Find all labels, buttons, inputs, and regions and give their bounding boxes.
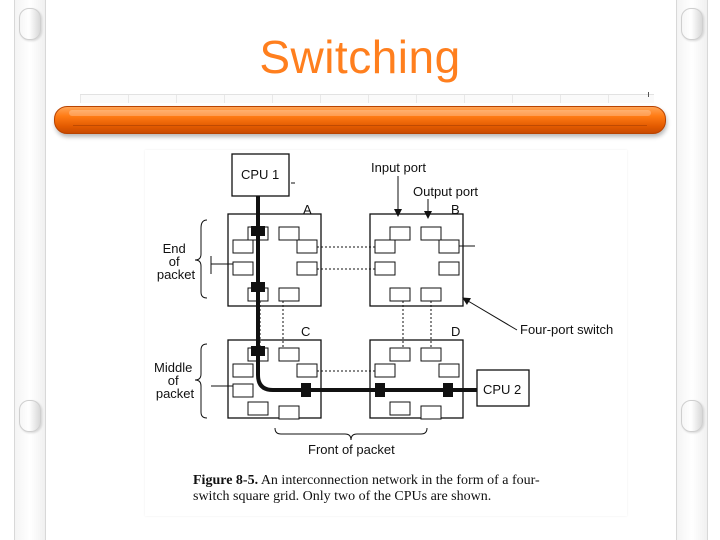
title-underline-bar (54, 106, 666, 134)
left-binder-rail (14, 0, 46, 540)
switch-a (210, 213, 322, 307)
cpu1-box (231, 153, 290, 197)
left-binder-clip (19, 400, 41, 432)
cpu2-label: CPU 2 (483, 382, 521, 397)
title-bar-track (80, 94, 654, 103)
cpu2-box (476, 369, 530, 407)
end-of-packet-label: End of packet (157, 241, 196, 282)
packet-path (256, 196, 479, 392)
figure-panel: CPU 1 A (145, 150, 627, 516)
slide-title: Switching (259, 31, 461, 83)
right-binder-clip (681, 8, 703, 40)
title-bar-tick (648, 92, 649, 97)
switch-c-label: C (301, 324, 310, 339)
packet-flit (251, 226, 265, 236)
packet-flit (375, 383, 385, 397)
cpu1-label: CPU 1 (241, 167, 279, 182)
packet-flit (251, 346, 265, 356)
output-port-label: Output port (413, 184, 478, 199)
packet-flit (251, 282, 265, 292)
end-of-packet-brace (194, 219, 208, 299)
switch-b-label: B (451, 202, 460, 217)
switch-c (211, 339, 322, 420)
right-binder-rail (676, 0, 708, 540)
packet-flit (301, 383, 311, 397)
right-binder-clip (681, 400, 703, 432)
caption-line-1: An interconnection network in the form o… (260, 473, 540, 488)
front-of-packet-label: Front of packet (308, 442, 395, 457)
packet-flit (443, 383, 453, 397)
switch-d (369, 339, 464, 420)
interconnection-diagram: CPU 1 A (154, 153, 613, 457)
switch-a-label: A (303, 202, 312, 217)
switch-d-label: D (451, 324, 460, 339)
four-port-switch-pointer (462, 297, 518, 331)
switch-b (369, 213, 475, 307)
front-of-packet-brace (274, 427, 428, 441)
middle-of-packet-label: Middle of packet (154, 360, 196, 401)
left-binder-clip (19, 8, 41, 40)
input-port-label: Input port (371, 160, 426, 175)
caption-line-2: switch square grid. Only two of the CPUs… (193, 489, 492, 504)
middle-of-packet-brace (194, 343, 208, 419)
four-port-switch-label: Four-port switch (520, 322, 613, 337)
figure-caption: Figure 8-5. An interconnection network i… (193, 473, 593, 505)
figure-number: Figure 8-5. (193, 473, 259, 488)
